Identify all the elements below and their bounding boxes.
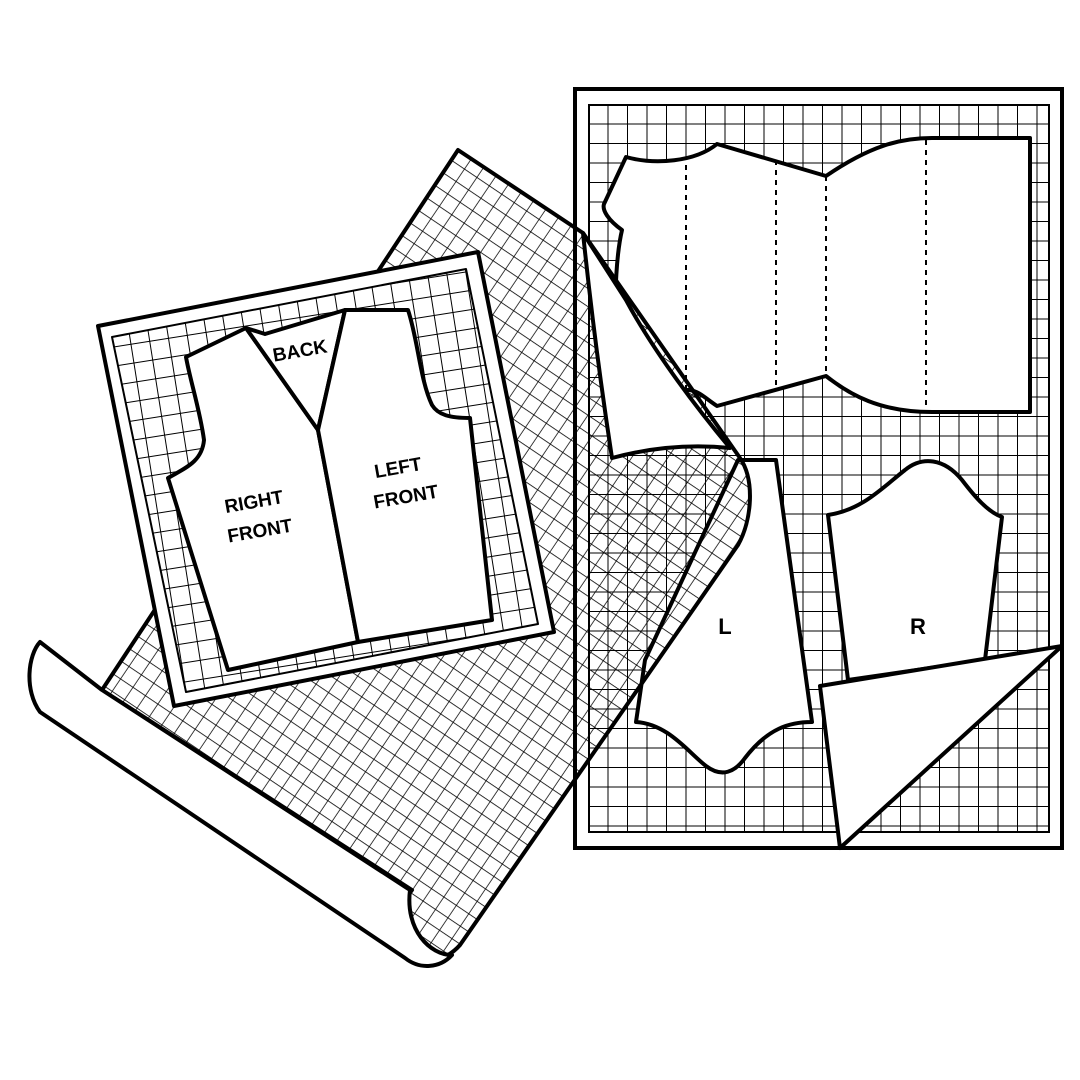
left-front-piece <box>316 308 494 644</box>
back-yoke-piece <box>601 136 1032 414</box>
folded-corner <box>818 644 1064 850</box>
sleeve-label-right: R <box>910 614 926 639</box>
roll-top-curl <box>581 231 732 460</box>
right-pattern-sheet: L R <box>573 87 1064 850</box>
roll-bottom-curl <box>27 640 454 968</box>
left-sleeve-piece <box>634 458 814 775</box>
fold-lines <box>685 140 927 408</box>
sleeve-label-left: L <box>718 614 731 639</box>
vest-pattern-sheet: BACK RIGHT FRONT LEFT FRONT <box>96 250 556 708</box>
right-sleeve-piece <box>826 459 1004 682</box>
right-front-piece <box>166 326 360 672</box>
